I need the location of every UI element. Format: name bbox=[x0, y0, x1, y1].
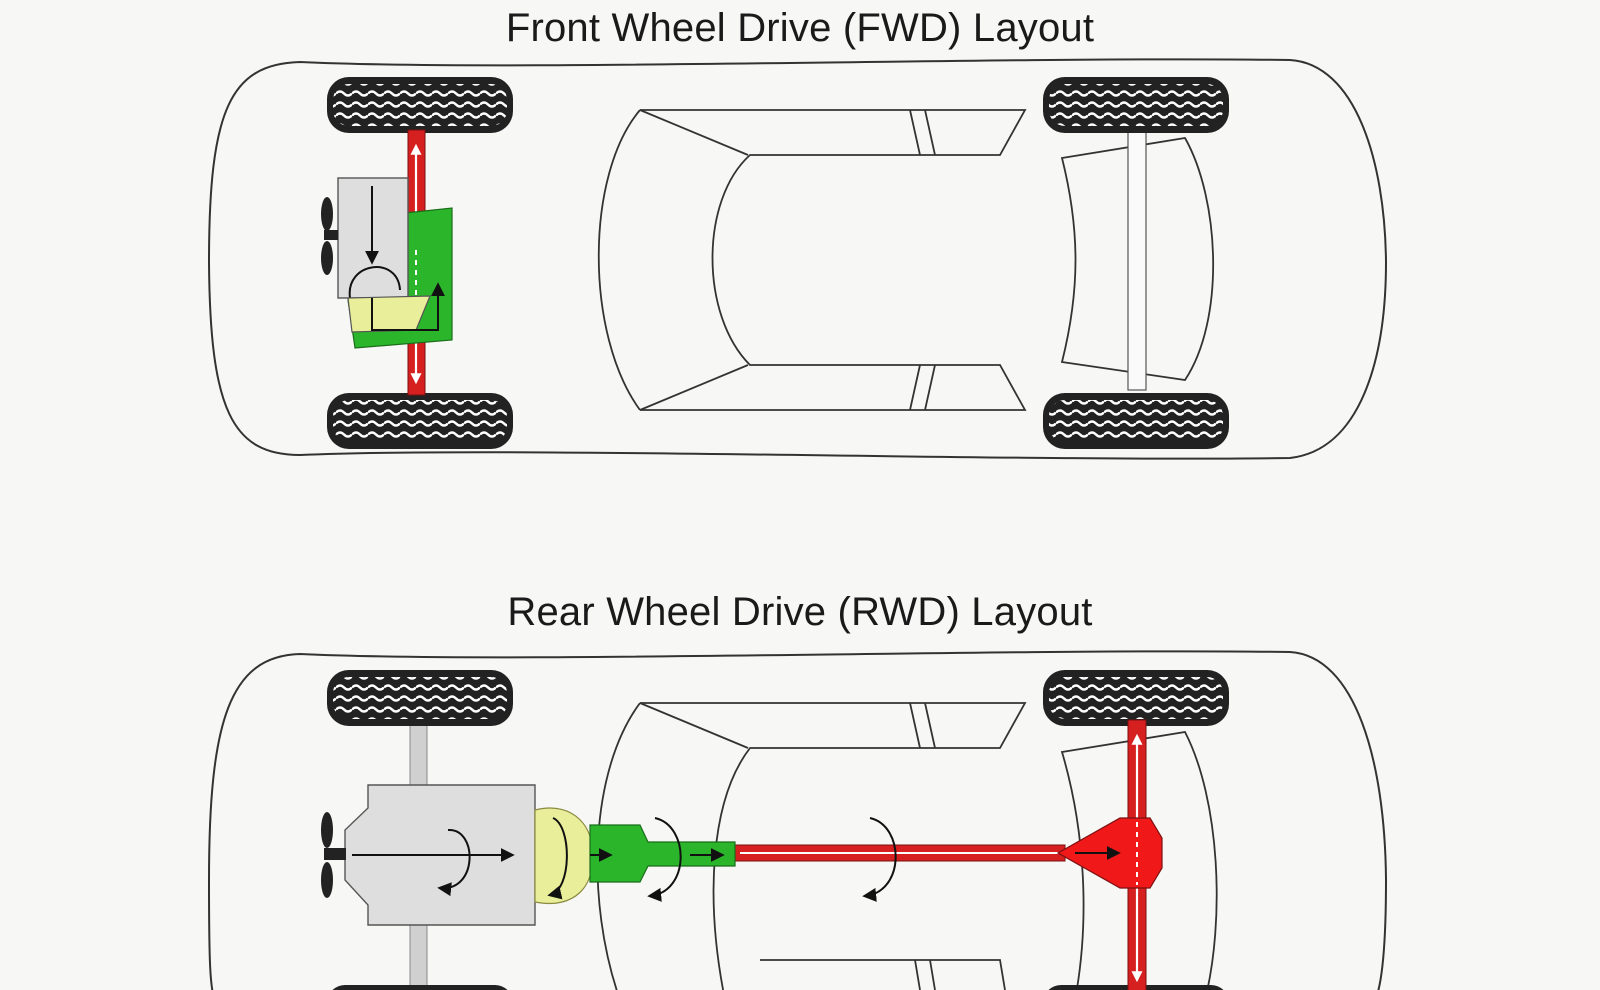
rwd-car bbox=[207, 650, 1388, 990]
fwd-car-body bbox=[207, 58, 1388, 460]
rwd-front-right-tire bbox=[332, 985, 508, 990]
rwd-rear-left-tire bbox=[1043, 670, 1229, 726]
fwd-title: Front Wheel Drive (FWD) Layout bbox=[505, 6, 1095, 50]
fwd-rear-right-tire bbox=[1043, 393, 1229, 449]
fwd-front-left-tire bbox=[327, 77, 513, 133]
rotation-arrow-icon bbox=[437, 817, 897, 902]
fwd-cabin bbox=[597, 109, 1215, 411]
rwd-cabin bbox=[596, 702, 1218, 990]
rwd-clutch bbox=[534, 807, 593, 904]
fwd-car bbox=[207, 58, 1388, 460]
fwd-front-right-tire bbox=[327, 393, 513, 449]
rwd-title: Rear Wheel Drive (RWD) Layout bbox=[507, 590, 1093, 634]
fwd-rear-axle bbox=[1127, 127, 1147, 391]
fwd-rear-left-tire bbox=[1043, 77, 1229, 133]
rwd-car-body bbox=[207, 650, 1388, 990]
rwd-transmission bbox=[589, 824, 736, 883]
fwd-clutch bbox=[347, 295, 431, 333]
rwd-fan-icon bbox=[321, 812, 346, 898]
rwd-front-left-tire bbox=[327, 670, 513, 726]
fwd-fan-icon bbox=[321, 197, 338, 275]
